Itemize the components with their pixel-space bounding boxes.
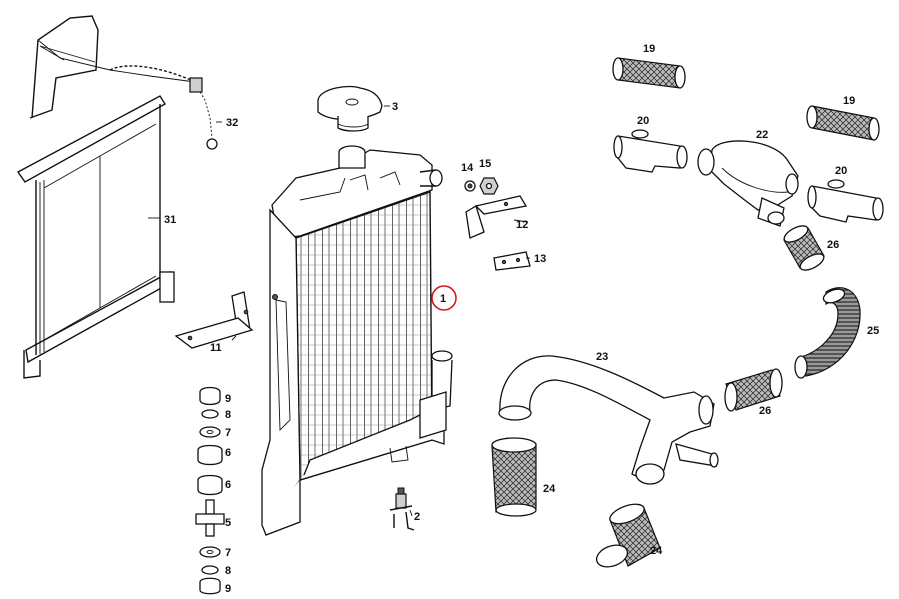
callout-radiator: 1	[440, 293, 446, 305]
radiator-cap	[317, 85, 383, 132]
radiator-highlight-ring	[431, 285, 457, 311]
bracket-right	[465, 195, 528, 239]
callout-plate: 13	[534, 253, 546, 265]
callout-washer-top: 7	[225, 427, 231, 439]
callout-hose-short-2: 26	[759, 405, 771, 417]
hose-lower-1	[491, 437, 537, 517]
radiator	[261, 145, 453, 536]
callout-curved-hose: 25	[867, 325, 879, 337]
callout-water-pipe: 23	[596, 351, 608, 363]
callout-nut-bottom: 9	[225, 583, 231, 595]
drain-tap	[389, 487, 415, 531]
elbow-2	[807, 179, 884, 223]
blind-assembly	[16, 15, 218, 379]
water-pipe	[498, 355, 719, 485]
callout-radiator-cap: 3	[392, 101, 398, 113]
callout-blind-chain: 32	[226, 117, 238, 129]
callout-hose-lower-1: 24	[543, 483, 556, 495]
callout-lock-washer-top: 8	[225, 409, 231, 421]
callout-washer-bottom: 7	[225, 547, 231, 559]
hose-top-1	[612, 57, 686, 89]
callout-bracket-right: 12	[516, 219, 528, 231]
callout-hose-lower-2: 24	[650, 545, 663, 557]
callout-elbow-2: 20	[835, 165, 847, 177]
callout-nut-top: 9	[225, 393, 231, 405]
hose-lower-2	[595, 503, 661, 568]
callout-thermostat-housing: 22	[756, 129, 768, 141]
nut-small-part	[479, 177, 499, 195]
curved-hose	[794, 287, 861, 379]
callout-stud: 5	[225, 517, 231, 529]
callout-bracket-left: 11	[210, 342, 222, 354]
callout-rubber-washer-2: 6	[225, 479, 231, 491]
callout-elbow-1: 20	[637, 115, 649, 127]
bracket-left	[174, 291, 254, 349]
mounting-stack	[195, 386, 225, 595]
washer-small-part	[464, 180, 476, 192]
hose-short-1	[783, 225, 825, 271]
hose-short-2	[724, 368, 783, 412]
callout-hose-top-2: 19	[843, 95, 855, 107]
callout-washer-small: 14	[461, 162, 474, 174]
thermostat-housing	[697, 140, 799, 227]
callout-lock-washer-bottom: 8	[225, 565, 231, 577]
hose-top-2	[806, 105, 880, 141]
callout-rubber-washer-1: 6	[225, 447, 231, 459]
callout-hose-short-1: 26	[827, 239, 839, 251]
callouts: 1 2 3 5 6 6 7 7 8 8 9 9 11 12 13 14 15 1…	[164, 43, 879, 595]
plate	[493, 251, 531, 271]
callout-nut-small: 15	[479, 158, 491, 170]
elbow-1	[613, 129, 688, 173]
callout-drain-tap: 2	[414, 511, 420, 523]
callout-blind: 31	[164, 214, 176, 226]
leader-lines	[148, 105, 530, 517]
callout-hose-top-1: 19	[643, 43, 655, 55]
